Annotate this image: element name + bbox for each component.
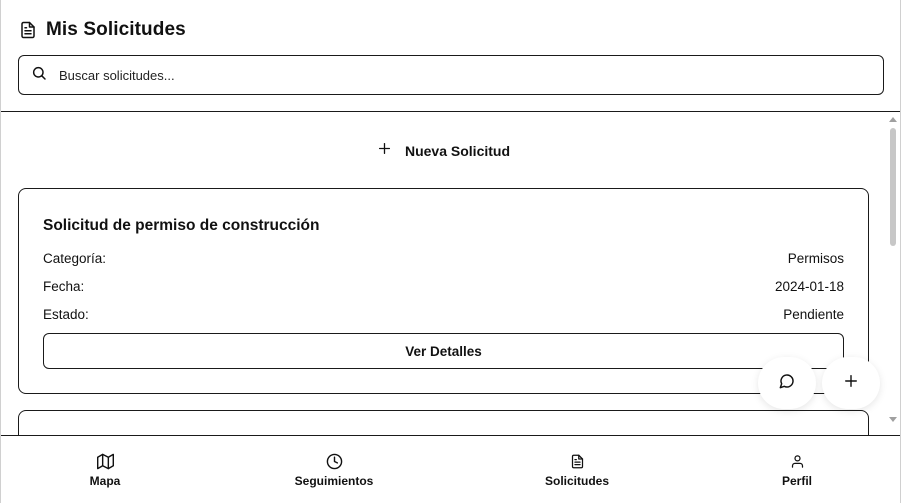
map-icon	[96, 452, 114, 470]
scroll-down-arrow-icon[interactable]	[889, 417, 897, 422]
request-title: Solicitud de permiso de construcción	[43, 217, 320, 234]
nav-item-solicitudes[interactable]: Solicitudes	[507, 436, 647, 503]
scroll-thumb[interactable]	[890, 128, 896, 246]
new-request-button[interactable]: Nueva Solicitud	[1, 140, 887, 162]
search-bar[interactable]	[18, 55, 884, 95]
status-label: Estado:	[43, 307, 89, 322]
new-request-label: Nueva Solicitud	[404, 143, 511, 159]
date-value: 2024-01-18	[774, 279, 844, 294]
nav-item-seguimientos[interactable]: Seguimientos	[264, 436, 404, 503]
category-label: Categoría:	[43, 251, 107, 266]
nav-item-perfil[interactable]: Perfil	[727, 436, 867, 503]
title-row: Mis Solicitudes	[19, 18, 186, 42]
header: Mis Solicitudes	[1, 0, 900, 112]
file-text-icon	[570, 452, 585, 470]
scrollbar[interactable]	[885, 112, 900, 436]
search-icon	[31, 65, 47, 86]
bottom-nav: Mapa Seguimientos Solicitud	[1, 435, 900, 503]
nav-label-seguimientos: Seguimientos	[294, 474, 374, 488]
nav-label-mapa: Mapa	[89, 474, 121, 488]
scroll-up-arrow-icon[interactable]	[889, 117, 897, 122]
request-list[interactable]: Nueva Solicitud Solicitud de permiso de …	[1, 112, 900, 436]
search-input[interactable]	[59, 67, 839, 83]
plus-icon	[378, 142, 391, 160]
request-card-partial	[18, 410, 869, 436]
plus-icon	[844, 374, 858, 393]
nav-label-solicitudes: Solicitudes	[544, 474, 609, 488]
clock-icon	[326, 452, 343, 470]
nav-item-mapa[interactable]: Mapa	[35, 436, 175, 503]
status-row: Estado: Pendiente	[43, 307, 844, 325]
date-label: Fecha:	[43, 279, 85, 294]
category-value: Permisos	[787, 251, 844, 266]
add-button[interactable]	[822, 357, 880, 409]
page-title: Mis Solicitudes	[46, 19, 186, 40]
status-value: Pendiente	[783, 307, 844, 322]
category-row: Categoría: Permisos	[43, 251, 844, 269]
chat-button[interactable]	[758, 357, 816, 409]
file-text-icon	[19, 20, 37, 40]
view-details-button[interactable]: Ver Detalles	[43, 333, 844, 369]
nav-label-perfil: Perfil	[781, 474, 812, 488]
user-icon	[790, 452, 805, 470]
date-row: Fecha: 2024-01-18	[43, 279, 844, 297]
request-card: Solicitud de permiso de construcción Cat…	[18, 188, 869, 394]
chat-bubble-icon	[779, 373, 795, 394]
